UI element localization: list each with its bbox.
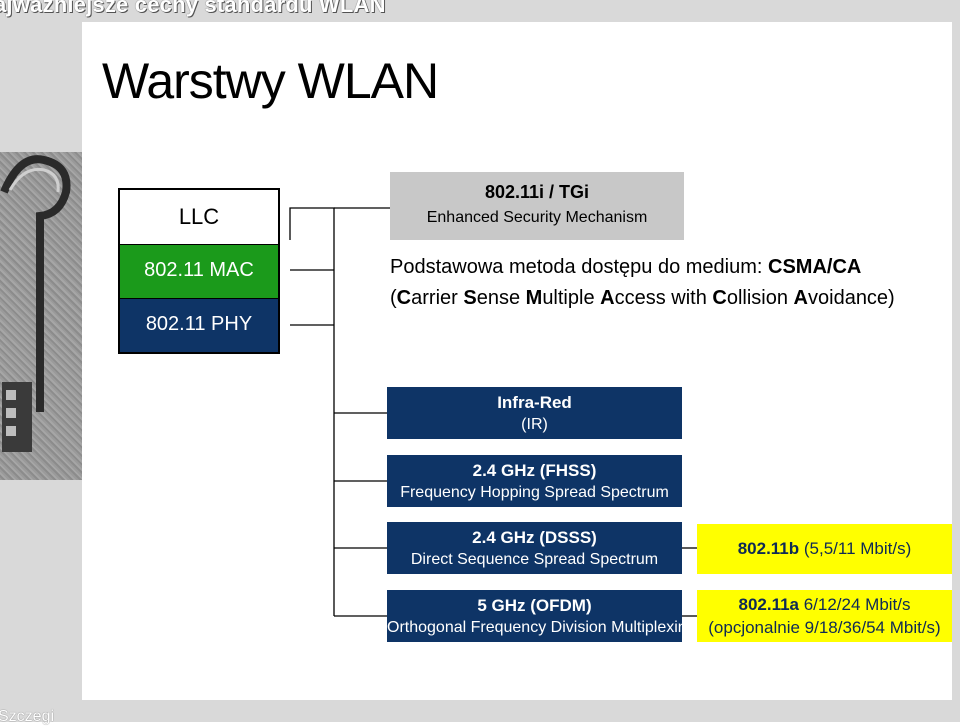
ofdm-subtitle: Orthogonal Frequency Division Multiplexi… (387, 619, 696, 636)
mac-description-segment: voidance) (808, 287, 895, 309)
standard-80211a-rates: 6/12/24 Mbit/s (799, 595, 911, 614)
top-banner (0, 0, 960, 22)
mac-description-segment: A (793, 287, 808, 309)
standard-80211b-name: 802.11b (737, 539, 800, 558)
ir-title: Infra-Red (497, 393, 572, 412)
mac-description-segment: M (525, 287, 543, 309)
mac-description-segment: S (463, 287, 477, 309)
ir-box: Infra-Red (IR) (387, 387, 682, 439)
ir-subtitle: (IR) (521, 416, 548, 433)
mac-description-segment: ccess with (614, 287, 713, 309)
standard-80211b-box: 802.11b (5,5/11 Mbit/s) (697, 524, 952, 574)
banner-title: ajważniejsze cechy standardu WLAN (0, 0, 386, 17)
security-box: 802.11i / TGi Enhanced Security Mechanis… (390, 172, 684, 240)
mac-description-segment: ( (390, 287, 397, 309)
standard-80211a-name: 802.11a (738, 595, 799, 614)
mac-description-line2: (Carrier Sense Multiple Access with Coll… (390, 283, 895, 314)
mac-description-segment: ense (476, 287, 526, 309)
mac-description-segment: ultiple (542, 287, 601, 309)
mac-description-segment: C (396, 287, 412, 309)
mac-description-line1: Podstawowa metoda dostępu do medium: CSM… (390, 252, 895, 283)
mac-description: Podstawowa metoda dostępu do medium: CSM… (390, 252, 895, 314)
page-title: Warstwy WLAN (102, 53, 439, 109)
mac-description-segment: A (600, 287, 615, 309)
phy-layer: 802.11 PHY (118, 298, 280, 354)
phy-label: 802.11 PHY (145, 313, 253, 335)
mac-label: 802.11 MAC (144, 259, 254, 281)
ofdm-title: 5 GHz (OFDM) (477, 596, 592, 615)
fhss-subtitle: Frequency Hopping Spread Spectrum (400, 484, 669, 501)
footer-text: Szczegi (0, 708, 55, 725)
security-subtitle: Enhanced Security Mechanism (426, 209, 648, 226)
ofdm-box: 5 GHz (OFDM) Orthogonal Frequency Divisi… (387, 590, 696, 642)
right-margin (952, 22, 960, 702)
standard-80211b-text: 802.11b (5,5/11 Mbit/s) (697, 539, 952, 559)
key-icon (0, 155, 71, 452)
dsss-box: 2.4 GHz (DSSS) Direct Sequence Spread Sp… (387, 522, 682, 574)
mac-layer: 802.11 MAC (118, 244, 280, 298)
standard-80211b-rates: (5,5/11 Mbit/s) (799, 539, 912, 558)
security-title: 802.11i / TGi (484, 182, 590, 202)
mac-description-segment: arrier (411, 287, 464, 309)
dsss-title: 2.4 GHz (DSSS) (472, 528, 597, 547)
mac-description-segment: ollision (726, 287, 794, 309)
mac-description-prefix: Podstawowa metoda dostępu do medium: (390, 256, 768, 278)
standard-80211a-text: 802.11a 6/12/24 Mbit/s (697, 595, 952, 615)
standard-80211a-box: 802.11a 6/12/24 Mbit/s (opcjonalnie 9/18… (697, 590, 952, 642)
key-image (0, 152, 82, 480)
fhss-box: 2.4 GHz (FHSS) Frequency Hopping Spread … (387, 455, 682, 507)
dsss-subtitle: Direct Sequence Spread Spectrum (410, 551, 659, 568)
csma-ca-label: CSMA/CA (768, 256, 862, 278)
mac-description-segment: C (712, 287, 727, 309)
fhss-title: 2.4 GHz (FHSS) (472, 461, 597, 480)
llc-label: LLC (178, 204, 220, 229)
standard-80211a-optional: (opcjonalnie 9/18/36/54 Mbit/s) (708, 618, 941, 637)
bottom-banner (0, 700, 960, 722)
llc-layer: LLC (118, 188, 280, 244)
